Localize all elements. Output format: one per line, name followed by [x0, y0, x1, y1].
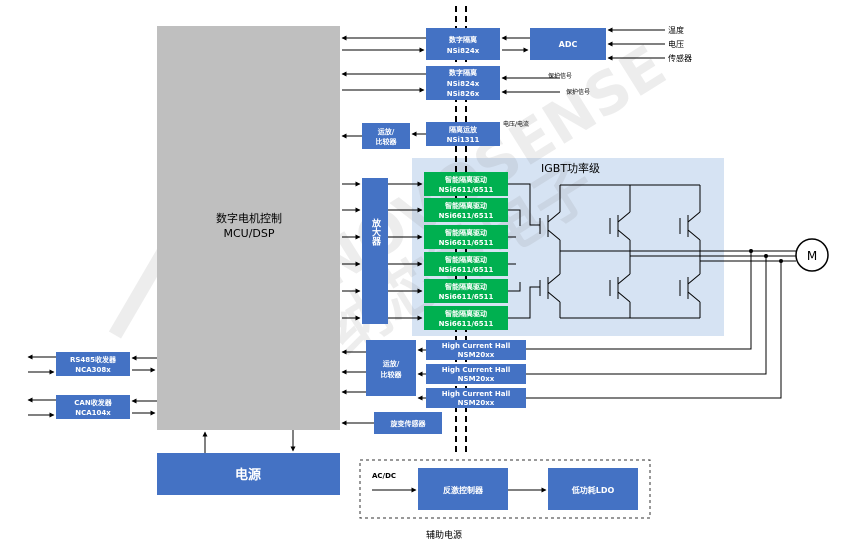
motor-label: M — [807, 249, 817, 263]
hall-sensor-2: High Current Hall NSM20xx — [426, 388, 526, 408]
flyback-controller-label: 反激控制器 — [443, 485, 484, 495]
rs485-label: RS485收发器 — [70, 355, 117, 364]
opamp-comparator-1-label-2: 比较器 — [376, 137, 398, 146]
mcu-to-amplifier-arrows — [342, 181, 361, 321]
hall-sensor-2-label: High Current Hall — [442, 390, 511, 398]
opamp-comparator-2-label-1: 运放/ — [383, 359, 400, 368]
opamp-comparator-1-label-1: 运放/ — [378, 127, 395, 136]
gate-driver-1: 智能隔离驱动 NSi6611/6511 — [424, 198, 508, 222]
rs485-part: NCA308x — [75, 366, 111, 374]
digital-isolator-2-label: 数字隔离 — [449, 68, 477, 77]
voltage-current-label: 电压/电流 — [503, 120, 529, 128]
gate-driver-2-label: 智能隔离驱动 — [445, 228, 487, 237]
driver-gate-wires — [508, 183, 540, 319]
gate-driver-2-part: NSi6611/6511 — [439, 239, 494, 247]
isolated-opamp-part: NSi1311 — [447, 136, 480, 144]
mcu-label-1: 数字电机控制 — [216, 211, 282, 225]
hall-sensor-0: High Current Hall NSM20xx — [426, 340, 526, 360]
amplifier-to-driver-arrows — [388, 181, 423, 321]
gate-driver-4-label: 智能隔离驱动 — [445, 282, 487, 291]
opamp-comparator-2 — [366, 340, 416, 396]
protection-signal-1: 保护信号 — [548, 72, 572, 80]
isolated-opamp-block — [426, 122, 500, 146]
sensor-other: 传感器 — [668, 53, 692, 63]
digital-isolator-1-label: 数字隔离 — [449, 35, 477, 44]
hall-feedback-lines — [526, 251, 782, 399]
ldo-block — [548, 468, 638, 510]
adc-block — [530, 28, 606, 60]
isolated-opamp-label: 隔离运放 — [449, 125, 478, 134]
gate-driver-3: 智能隔离驱动 NSi6611/6511 — [424, 252, 508, 276]
resolver-sensor-label: 旋变传感器 — [390, 419, 427, 428]
igbt-leg-3 — [679, 185, 701, 318]
acdc-label: AC/DC — [372, 472, 396, 480]
motor-symbol — [795, 238, 829, 272]
gate-driver-5: 智能隔离驱动 NSi6611/6511 — [424, 306, 508, 330]
gate-driver-0-label: 智能隔离驱动 — [445, 175, 487, 184]
gate-driver-3-part: NSi6611/6511 — [439, 266, 494, 274]
gate-driver-0: 智能隔离驱动 NSi6611/6511 — [424, 172, 508, 196]
mcu-block — [157, 26, 340, 430]
mcu-label-2: MCU/DSP — [223, 227, 274, 240]
hall-sensor-0-label: High Current Hall — [442, 342, 511, 350]
gate-driver-5-part: NSi6611/6511 — [439, 320, 494, 328]
hall-sensor-1-label: High Current Hall — [442, 366, 511, 374]
can-transceiver — [56, 395, 130, 419]
digital-isolator-2-part-b: NSi826x — [447, 90, 480, 98]
gate-driver-4-part: NSi6611/6511 — [439, 293, 494, 301]
power-supply-label: 电源 — [235, 467, 261, 483]
gate-driver-5-label: 智能隔离驱动 — [445, 309, 487, 318]
gate-driver-1-label: 智能隔离驱动 — [445, 201, 487, 210]
aux-power-label: 辅助电源 — [426, 529, 462, 541]
hall-sensor-1-part: NSM20xx — [458, 375, 495, 383]
igbt-leg-1 — [539, 185, 561, 318]
ldo-label: 低功耗LDO — [571, 485, 615, 495]
hall-sensor-0-part: NSM20xx — [458, 351, 495, 359]
adc-label: ADC — [559, 40, 578, 49]
rs485-transceiver — [56, 352, 130, 376]
igbt-stage-title: IGBT功率级 — [541, 161, 600, 175]
opamp-comparator-2-label-2: 比较器 — [381, 370, 403, 379]
gate-driver-1-part: NSi6611/6511 — [439, 212, 494, 220]
gate-driver-0-part: NSi6611/6511 — [439, 186, 494, 194]
igbt-leg-2 — [609, 185, 631, 318]
can-label: CAN收发器 — [74, 398, 112, 407]
amplifier-label: 放大器 — [370, 217, 382, 246]
protection-signal-2: 保护信号 — [566, 88, 590, 96]
opamp-comparator-1 — [362, 123, 410, 149]
digital-isolator-1 — [426, 28, 500, 60]
amplifier-block — [362, 178, 388, 324]
aux-power-group — [359, 459, 651, 519]
digital-isolator-2 — [426, 66, 500, 100]
flyback-controller — [418, 468, 508, 510]
sensor-temperature: 温度 — [668, 25, 684, 35]
hall-sensor-1: High Current Hall NSM20xx — [426, 364, 526, 384]
can-part: NCA104x — [75, 409, 111, 417]
gate-driver-2: 智能隔离驱动 NSi6611/6511 — [424, 225, 508, 249]
gate-driver-4: 智能隔离驱动 NSi6611/6511 — [424, 279, 508, 303]
sensor-voltage: 电压 — [668, 39, 684, 49]
gate-driver-3-label: 智能隔离驱动 — [445, 255, 487, 264]
resolver-sensor-block — [374, 412, 442, 434]
digital-isolator-2-part-a: NSi824x — [447, 80, 480, 88]
digital-isolator-1-part: NSi824x — [447, 47, 480, 55]
hall-sensor-2-part: NSM20xx — [458, 399, 495, 407]
power-supply-block — [157, 453, 340, 495]
